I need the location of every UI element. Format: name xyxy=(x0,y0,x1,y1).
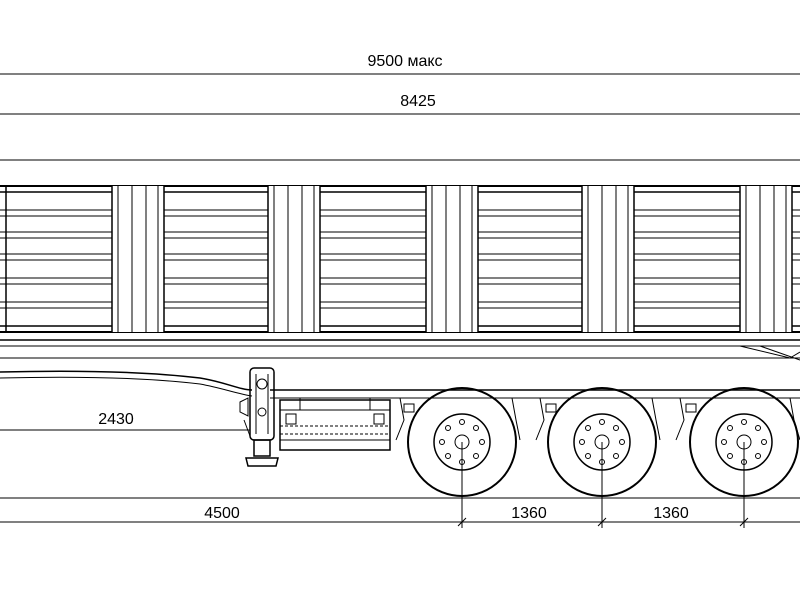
landing-gear xyxy=(239,367,279,467)
chassis-frame xyxy=(0,339,800,399)
body-length-label: 8425 xyxy=(400,93,436,110)
coupling-height-label: 2430 xyxy=(98,411,134,428)
wheel-axle-1 xyxy=(407,387,517,528)
axle-spacing-1-label: 1360 xyxy=(511,505,547,522)
body-length-dimension: 8425 xyxy=(0,93,800,115)
cargo-body xyxy=(0,185,800,333)
overall-length-label: 9500 макс xyxy=(367,53,442,70)
suspension xyxy=(395,397,800,441)
body-posts xyxy=(5,186,793,332)
overall-length-dimension: 9500 макс xyxy=(0,53,800,75)
coupling-height-dimension: 2430 xyxy=(0,411,250,431)
axle-spacing-2-label: 1360 xyxy=(653,505,689,522)
toolbox xyxy=(279,398,391,451)
kingpin-to-axle-label: 4500 xyxy=(204,505,240,522)
wheelbase-dimension: 4500 1360 1360 xyxy=(0,497,800,527)
wheel-axle-2 xyxy=(547,387,657,528)
wheel-axle-3 xyxy=(689,387,799,528)
